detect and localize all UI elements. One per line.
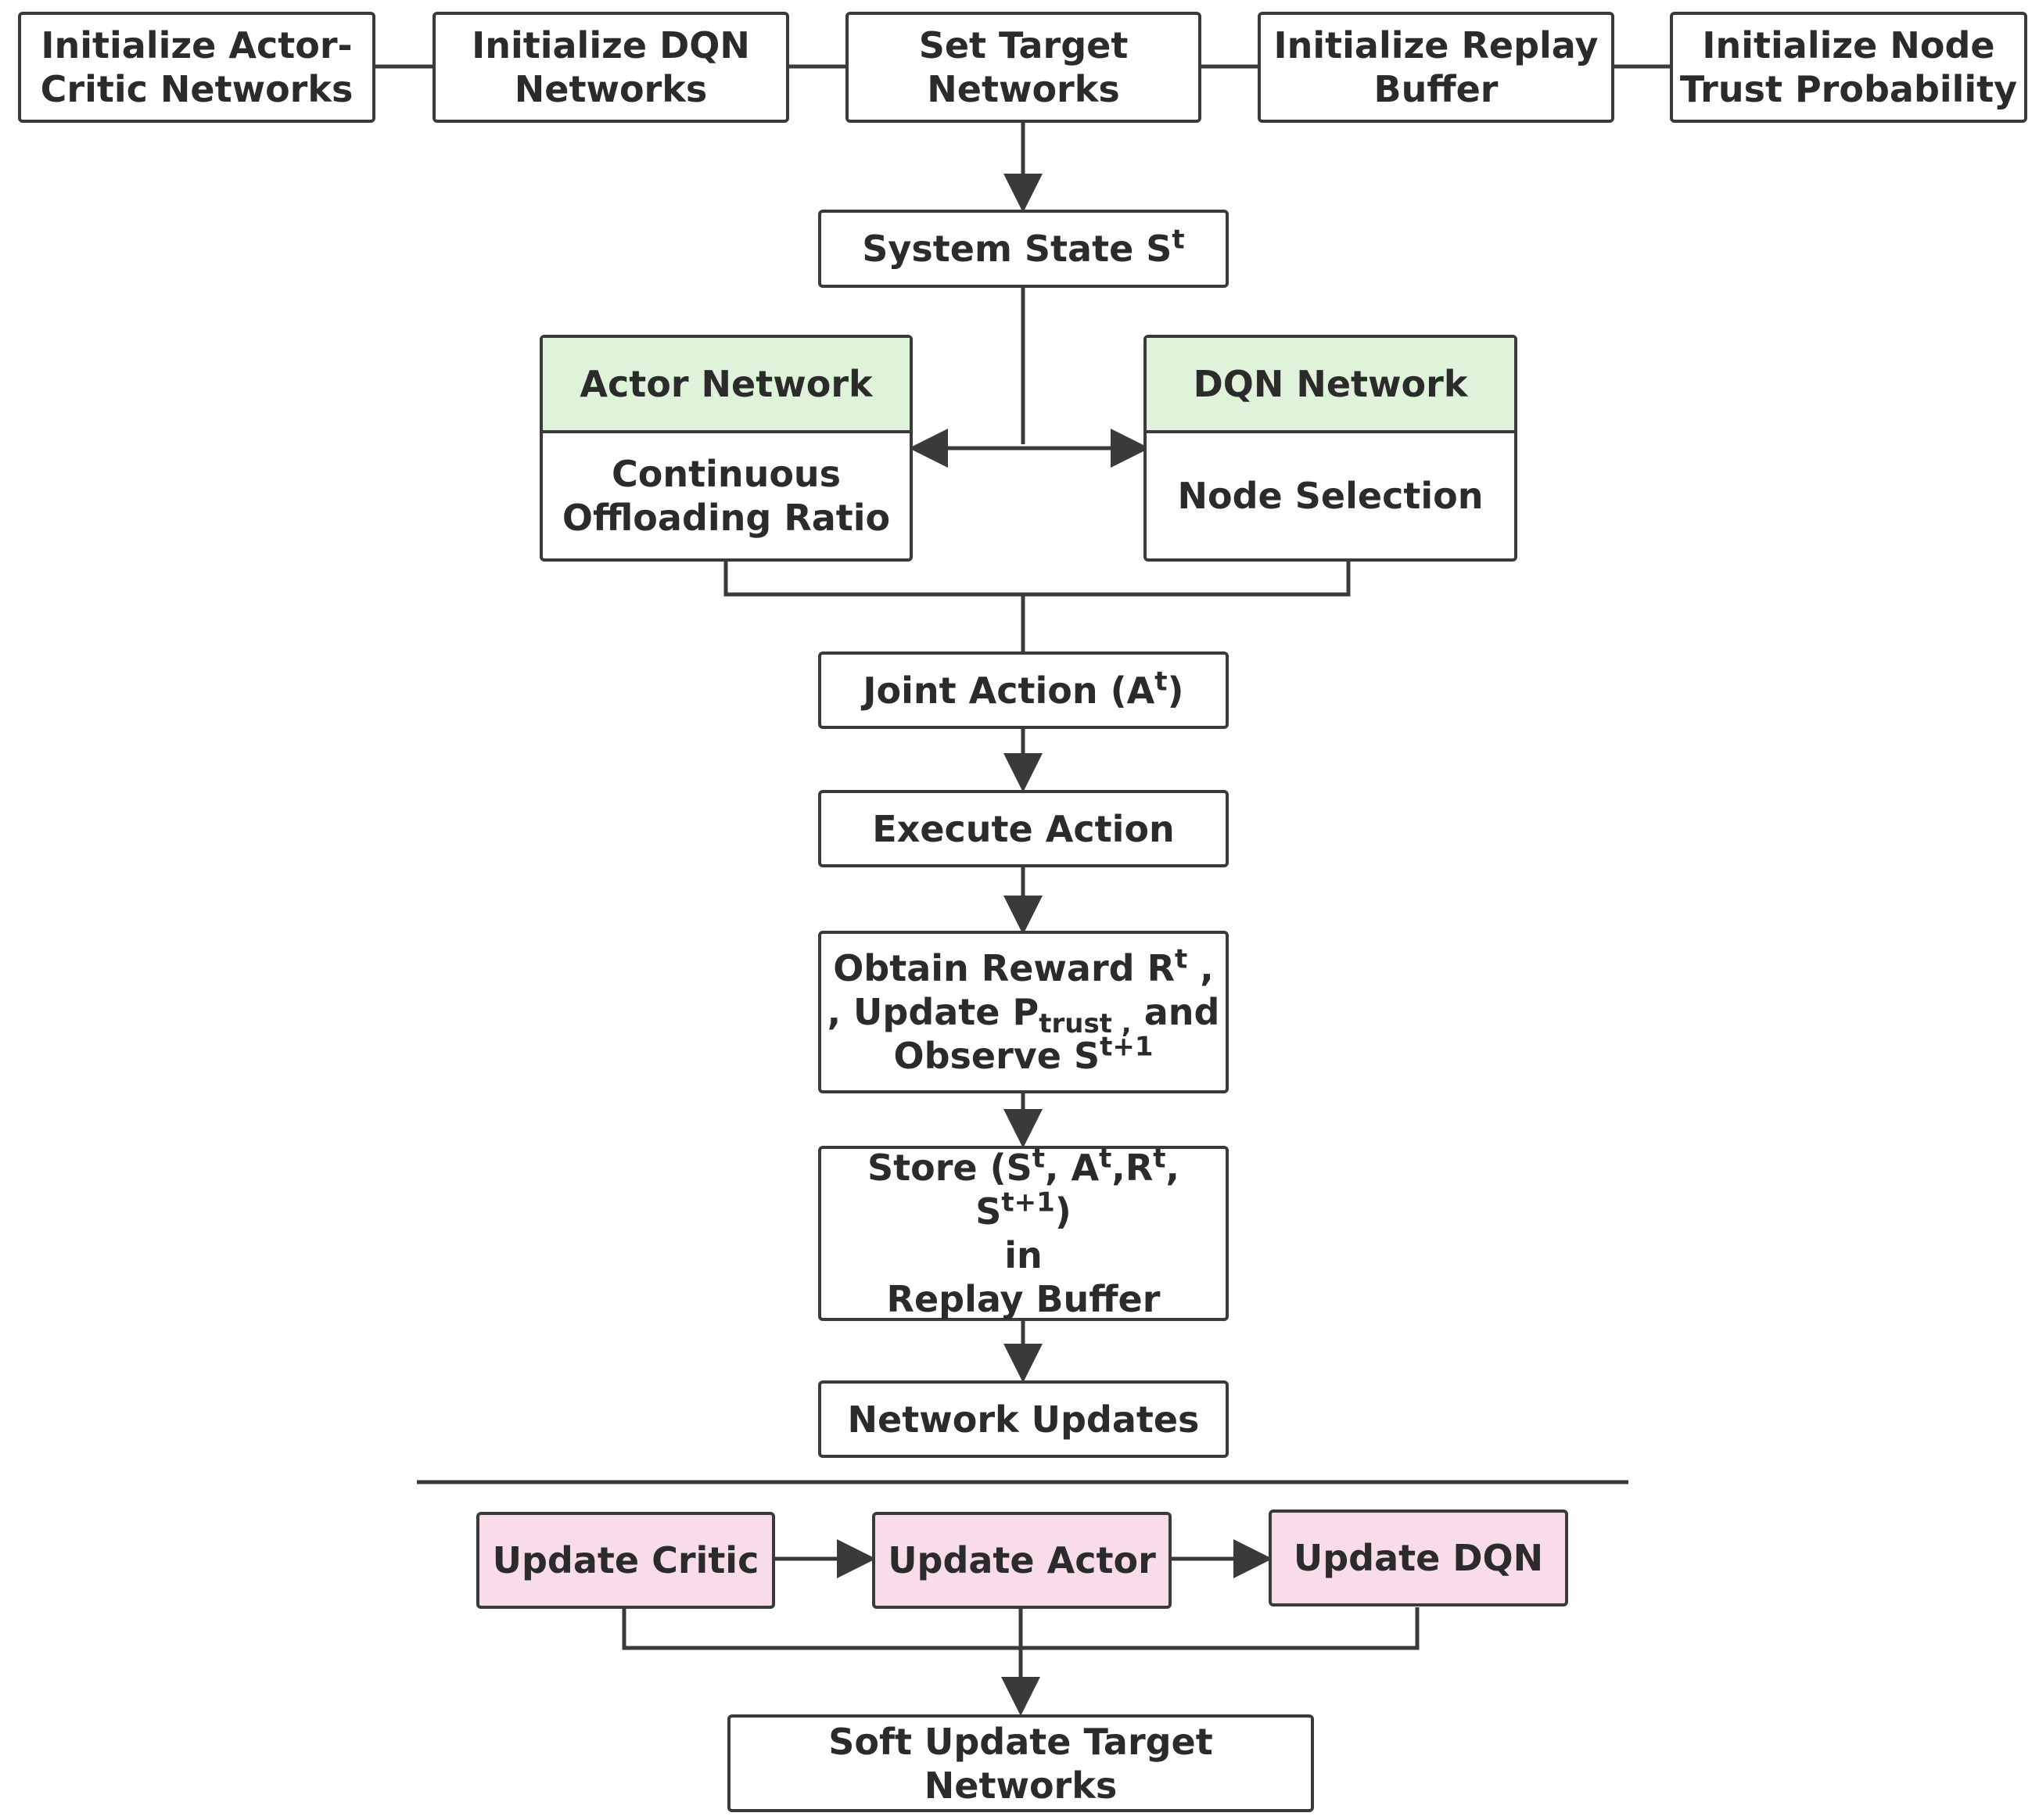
- joint-action-label: Joint Action (At): [863, 666, 1184, 712]
- merge-actor-dqn: [723, 560, 1351, 597]
- set-target-line2: Networks: [927, 68, 1120, 110]
- network-updates-label: Network Updates: [847, 1398, 1200, 1441]
- reward-line1: Obtain Reward Rt ,: [833, 943, 1214, 989]
- init-dqn-line2: Networks: [514, 68, 708, 110]
- update-dqn-label: Update DQN: [1293, 1537, 1544, 1579]
- store-line1: Store (St, At,Rt, St+1): [867, 1143, 1180, 1233]
- update-dqn-box: Update DQN: [1269, 1509, 1568, 1606]
- reward-line2: , Update Ptrust , and: [827, 991, 1220, 1040]
- actor-network-title: Actor Network: [580, 363, 873, 405]
- init-actor-critic-line1: Initialize Actor-: [41, 24, 353, 66]
- init-actor-critic-line2: Critic Networks: [40, 68, 354, 110]
- store-box: Store (St, At,Rt, St+1) in Replay Buffer: [818, 1146, 1229, 1321]
- dqn-network-title: DQN Network: [1193, 363, 1468, 405]
- update-actor-label: Update Actor: [888, 1539, 1156, 1581]
- init-dqn-box: Initialize DQN Networks: [433, 12, 789, 123]
- actor-network-box: Actor Network Continuous Offloading Rati…: [540, 335, 913, 562]
- soft-update-box: Soft Update Target Networks: [727, 1714, 1314, 1812]
- system-state-label: System State St: [862, 224, 1185, 270]
- init-trust-box: Initialize Node Trust Probability: [1670, 12, 2027, 123]
- init-dqn-line1: Initialize DQN: [472, 24, 750, 66]
- init-actor-critic-box: Initialize Actor- Critic Networks: [18, 12, 375, 123]
- soft-update-label: Soft Update Target Networks: [828, 1720, 1213, 1807]
- reward-line3: Observe St+1: [893, 1031, 1154, 1077]
- joint-action-box: Joint Action (At): [818, 652, 1229, 729]
- dqn-network-body: Node Selection: [1147, 433, 1514, 558]
- init-replay-box: Initialize Replay Buffer: [1258, 12, 1614, 123]
- actor-network-line2: Offloading Ratio: [562, 497, 891, 539]
- store-line2: in: [1004, 1234, 1043, 1276]
- update-actor-box: Update Actor: [872, 1512, 1172, 1609]
- reward-box: Obtain Reward Rt , , Update Ptrust , and…: [818, 931, 1229, 1093]
- update-critic-box: Update Critic: [476, 1512, 775, 1609]
- set-target-box: Set Target Networks: [845, 12, 1201, 123]
- update-critic-label: Update Critic: [492, 1539, 759, 1581]
- init-replay-line2: Buffer: [1373, 68, 1499, 110]
- dqn-network-header: DQN Network: [1147, 338, 1514, 433]
- dqn-network-line1: Node Selection: [1177, 475, 1484, 517]
- set-target-line1: Set Target: [918, 24, 1129, 66]
- execute-action-box: Execute Action: [818, 790, 1229, 867]
- actor-network-header: Actor Network: [543, 338, 910, 433]
- network-updates-box: Network Updates: [818, 1380, 1229, 1458]
- actor-network-line1: Continuous: [611, 453, 842, 495]
- actor-network-body: Continuous Offloading Ratio: [543, 433, 910, 558]
- dqn-network-box: DQN Network Node Selection: [1143, 335, 1517, 562]
- init-replay-line1: Initialize Replay: [1273, 24, 1599, 66]
- execute-action-label: Execute Action: [872, 807, 1175, 850]
- system-state-box: System State St: [818, 210, 1229, 288]
- init-trust-line1: Initialize Node: [1702, 24, 1995, 66]
- store-line3: Replay Buffer: [886, 1278, 1161, 1320]
- init-trust-line2: Trust Probability: [1679, 68, 2018, 110]
